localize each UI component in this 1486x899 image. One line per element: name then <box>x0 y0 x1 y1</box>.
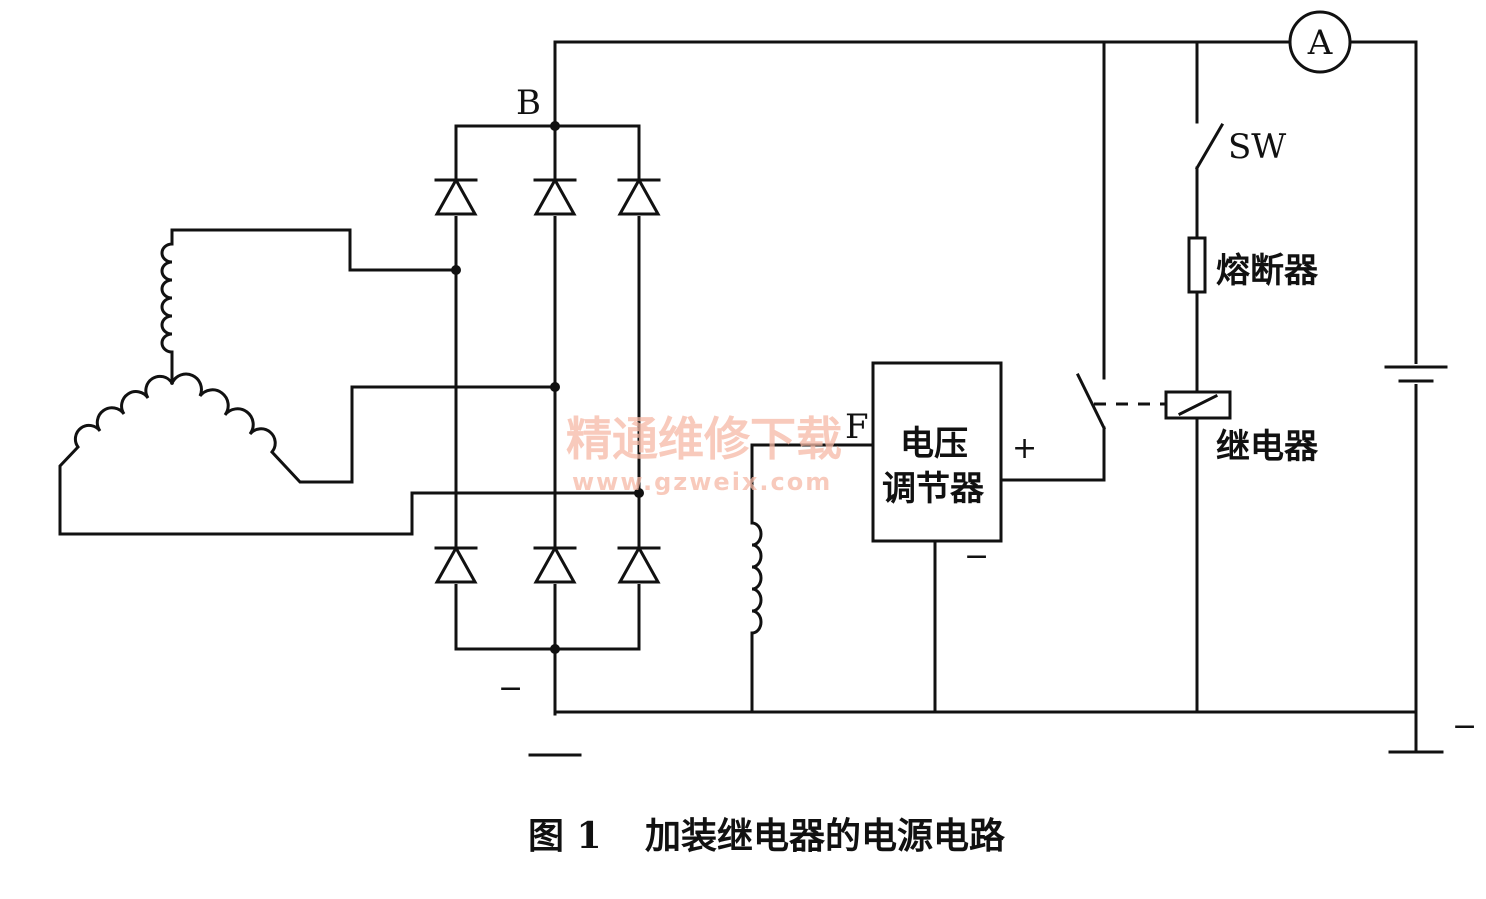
stator-coil-a <box>160 228 458 385</box>
fuse-body <box>1187 236 1207 294</box>
diode-lower-3 <box>617 544 661 584</box>
relay-contact-blade <box>1075 372 1107 431</box>
fuse-label: 熔断器 <box>1216 251 1319 291</box>
figure-number: 图 1 <box>528 815 602 857</box>
regulator-box <box>871 361 1003 543</box>
diode-upper-2 <box>533 176 577 216</box>
bridge-minus-sign: − <box>498 671 523 706</box>
ammeter: A <box>1288 10 1352 74</box>
diode-upper-1 <box>434 176 478 216</box>
diode-upper-3 <box>617 176 661 216</box>
ammeter-circle <box>1288 10 1352 74</box>
regulator-minus-sign: − <box>964 539 989 574</box>
relay-label: 继电器 <box>1216 427 1319 467</box>
ignition-switch-blade <box>1194 122 1225 171</box>
regulator-label-line1: 电压 <box>900 424 968 464</box>
regulator-plus-sign: + <box>1012 431 1037 466</box>
junction-dot <box>550 382 560 392</box>
rectifier-bridge <box>434 40 661 716</box>
junction-dot <box>634 488 644 498</box>
diode-lower-1 <box>434 544 478 584</box>
regulator-plus-wire <box>999 426 1106 482</box>
ammeter-label: A <box>1307 23 1333 63</box>
relay <box>1075 40 1232 431</box>
node-b-label: B <box>516 83 541 123</box>
relay-coil-mark <box>1177 393 1219 417</box>
switch-label: SW <box>1228 127 1286 167</box>
watermark-url: www.gzweix.com <box>572 468 832 496</box>
battery-minus-sign: − <box>1452 709 1477 744</box>
figure-caption: 加装继电器的电源电路 <box>645 815 1006 857</box>
watermark-text: 精通维修下载 <box>566 412 842 466</box>
junction-dot <box>451 265 461 275</box>
junction-dot <box>550 644 560 654</box>
field-terminal-label: F <box>845 407 869 447</box>
junction-dot <box>550 121 560 131</box>
switch-fuse-branch <box>1187 40 1225 714</box>
stator-windings <box>58 228 641 536</box>
main-wires <box>528 40 1444 757</box>
field-winding-coil <box>750 443 875 714</box>
ammeter-to-battery <box>1348 40 1418 369</box>
voltage-regulator <box>871 361 1106 714</box>
stator-coil-b <box>170 372 557 484</box>
regulator-label-line2: 调节器 <box>882 469 985 509</box>
battery <box>1380 364 1452 384</box>
stator-coil-c <box>58 374 641 536</box>
diode-lower-2 <box>533 544 577 584</box>
